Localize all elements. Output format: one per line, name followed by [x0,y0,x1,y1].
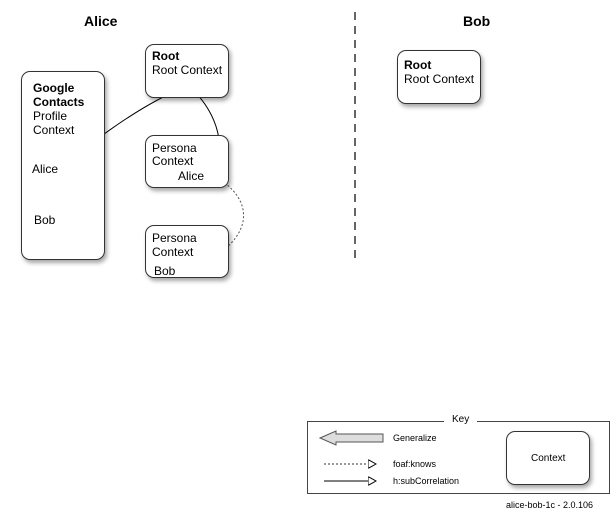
key-generalize-label: Generalize [393,433,437,443]
bob-root-title: Root [404,58,432,72]
edge-persona-alice-knows-bob [190,177,244,269]
persona-bob-node-label: Bob [154,264,176,278]
google-contacts-title-line1: Google [33,81,75,95]
lane-title-bob: Bob [463,13,491,29]
bob-root-context-box[interactable]: Root Root Context [397,50,481,104]
key-context-label: Context [531,453,566,464]
lane-title-alice: Alice [84,13,118,29]
persona-bob-line1: Persona [152,231,197,245]
generalize-arrow-icon [318,430,384,446]
persona-context-bob-box[interactable]: Persona Context Bob [145,225,229,278]
google-node-bob-label: Bob [34,213,56,227]
google-node-alice-label: Alice [32,162,59,176]
alice-root-context-box[interactable]: Root Root Context [145,44,229,98]
key-title: Key [444,414,478,425]
persona-alice-node-label: Alice [178,169,205,183]
alice-root-subtitle: Root Context [152,63,223,77]
alice-root-title: Root [152,49,180,63]
key-sub-correlation-label: h:subCorrelation [393,476,460,486]
key-foaf-knows-label: foaf:knows [393,459,437,469]
google-contacts-profile-context-box[interactable]: Google Contacts Profile Context Alice Bo… [21,71,105,260]
key-context-box: Context [506,431,590,485]
persona-alice-line2: Context [152,154,194,168]
bob-root-subtitle: Root Context [404,72,475,86]
persona-alice-line1: Persona [152,141,197,155]
google-contacts-subtitle-line1: Profile [33,109,68,123]
diagram-footer-id: alice-bob-1c - 2.0.106 [506,500,594,510]
google-contacts-title-line2: Contacts [33,95,85,109]
persona-bob-line2: Context [152,245,194,259]
google-contacts-subtitle-line2: Context [33,123,75,137]
persona-context-alice-box[interactable]: Persona Context Alice [145,135,229,188]
